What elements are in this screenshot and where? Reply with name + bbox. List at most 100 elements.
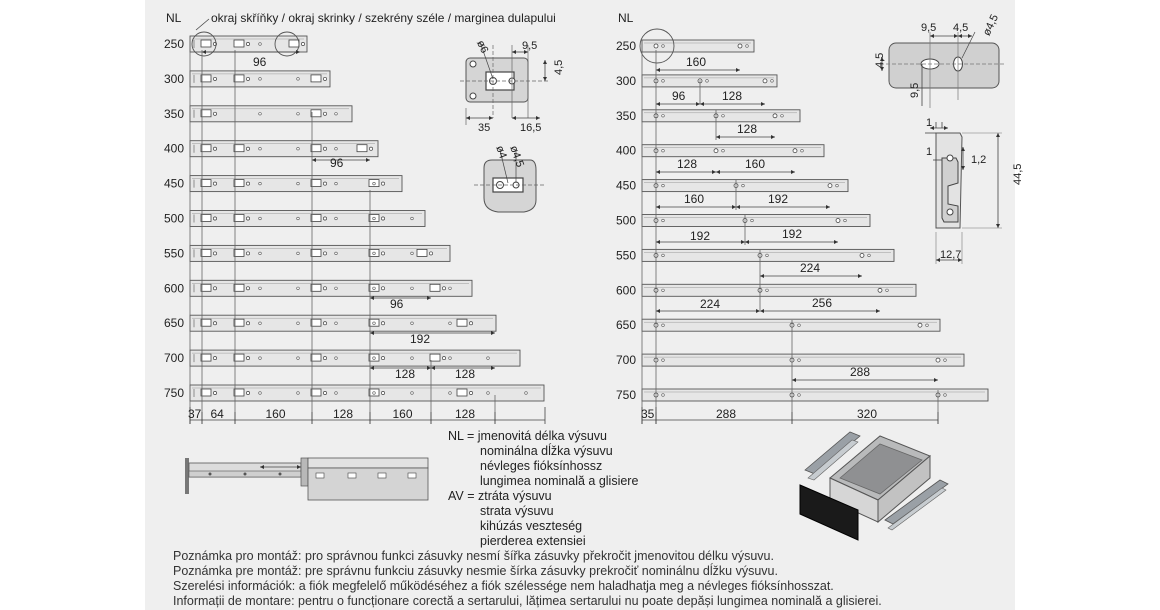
dim-r-192-a: 192 xyxy=(768,192,788,206)
left-slide-row: 650 xyxy=(164,314,497,332)
dim-96-b: 96 xyxy=(330,156,344,170)
dim-96-a: 96 xyxy=(253,55,267,69)
mounting-note: Informații de montare: pentru o funcțion… xyxy=(173,594,882,608)
left-reference-lines xyxy=(189,38,496,424)
right-row-length-label: 750 xyxy=(616,388,636,402)
mounting-note: Poznámka pre montáž: pre správnu funkciu… xyxy=(173,564,778,578)
left-row-length-label: 450 xyxy=(164,177,184,191)
right-bottom-dim: 320 xyxy=(857,407,877,421)
dim-1-a: 1 xyxy=(926,117,932,129)
left-row-length-label: 400 xyxy=(164,142,184,156)
dim-r-256: 256 xyxy=(812,296,832,310)
left-bottom-dim: 128 xyxy=(333,407,353,421)
right-slide-row: 250 xyxy=(616,39,755,53)
right-row-length-label: 700 xyxy=(616,353,636,367)
av-legend-line: AV = ztráta výsuvu xyxy=(448,489,552,503)
hole-highlight xyxy=(639,28,675,64)
dim-9-5-a: 9,5 xyxy=(522,40,537,52)
mounting-plate-detail xyxy=(880,31,1005,108)
right-reference-lines xyxy=(641,40,939,424)
left-slide-row: 700 xyxy=(164,349,521,367)
right-slide-row: 500 xyxy=(616,214,871,228)
dim-96-c: 96 xyxy=(390,297,404,311)
dim-phi4-5-b: ø4,5 xyxy=(981,13,1001,38)
dim-r-192-b: 192 xyxy=(690,229,710,243)
dim-r-160-c: 160 xyxy=(684,192,704,206)
right-slide-row: 650 xyxy=(616,318,941,332)
right-slide-row: 700 xyxy=(616,353,965,367)
dim-9-5-b: 9,5 xyxy=(921,22,936,34)
right-row-length-label: 450 xyxy=(616,179,636,193)
left-inline-dimensions xyxy=(202,50,495,370)
left-row-length-label: 750 xyxy=(164,386,184,400)
dim-r-224-b: 224 xyxy=(700,297,720,311)
dim-phi6: ø6 xyxy=(474,38,490,55)
dim-1-b: 1 xyxy=(926,146,932,158)
right-slide-row: 450 xyxy=(616,179,849,193)
right-row-length-label: 400 xyxy=(616,144,636,158)
dim-r-224-a: 224 xyxy=(800,261,820,275)
edge-leader xyxy=(195,18,210,31)
bracket-detail-top xyxy=(460,41,548,125)
nl-legend-line: névleges fióksínhossz xyxy=(480,459,603,473)
right-slide-row: 600 xyxy=(616,283,917,297)
right-inline-dimensions xyxy=(656,68,938,382)
dim-44-5: 44,5 xyxy=(1012,164,1024,185)
right-row-length-label: 350 xyxy=(616,109,636,123)
left-slide-row: 450 xyxy=(164,175,403,193)
left-slide-row: 600 xyxy=(164,279,473,297)
left-row-length-label: 300 xyxy=(164,72,184,86)
left-slide-row: 250 xyxy=(164,35,308,53)
hole-highlight xyxy=(191,31,217,57)
right-row-length-label: 550 xyxy=(616,248,636,262)
left-bottom-dim: 37 xyxy=(188,407,202,421)
av-legend-line: kihúzás veszteség xyxy=(480,519,583,533)
left-bottom-dim: 160 xyxy=(266,407,286,421)
nl-legend-line: NL = jmenovitá délka výsuvu xyxy=(448,429,607,443)
dim-r-128-c: 128 xyxy=(677,157,697,171)
av-legend-line: pierderea extensiei xyxy=(480,534,586,548)
left-bottom-dim: 160 xyxy=(393,407,413,421)
dim-r-288-a: 288 xyxy=(850,365,870,379)
left-row-length-label: 600 xyxy=(164,281,184,295)
dim-r-128-a: 128 xyxy=(722,89,742,103)
right-row-length-label: 600 xyxy=(616,283,636,297)
left-slide-row: 750 xyxy=(164,384,545,402)
dim-r-160-a: 160 xyxy=(686,55,706,69)
mounting-notes: Poznámka pro montáž: pro správnou funkci… xyxy=(173,549,882,609)
dim-35: 35 xyxy=(478,122,490,134)
nl-heading-right: NL xyxy=(618,11,634,25)
left-row-length-label: 700 xyxy=(164,351,184,365)
nl-legend-line: nominálna dĺžka výsuvu xyxy=(480,444,613,458)
nl-legend-line: lungimea nominală a glisiere xyxy=(480,474,639,488)
mounting-note: Poznámka pro montáž: pro správnou funkci… xyxy=(173,549,774,563)
cabinet-edge-label: okraj skříňky / okraj skrinky / szekrény… xyxy=(211,11,556,25)
dim-r-128-b: 128 xyxy=(737,122,757,136)
dim-4-5-b: 4,5 xyxy=(953,22,968,34)
right-row-length-label: 250 xyxy=(616,39,636,53)
right-row-length-label: 650 xyxy=(616,318,636,332)
av-legend: AV = ztráta výsuvu strata výsuvu kihúzás… xyxy=(448,489,586,549)
left-slide-row: 500 xyxy=(164,210,426,227)
right-row-length-label: 500 xyxy=(616,214,636,228)
right-row-length-label: 300 xyxy=(616,74,636,88)
left-slide-row: 350 xyxy=(164,105,353,123)
right-slide-row: 350 xyxy=(616,109,801,123)
right-slide-row: 300 xyxy=(616,74,778,88)
right-slide-row: 550 xyxy=(616,248,895,262)
nl-heading-left: NL xyxy=(166,11,182,25)
slide-profile-section xyxy=(925,122,1002,264)
dim-16-5: 16,5 xyxy=(520,122,541,134)
dim-9-5-c: 9,5 xyxy=(909,83,921,98)
left-bottom-dim: 64 xyxy=(211,407,225,421)
left-row-length-label: 650 xyxy=(164,316,184,330)
left-slide-row: 300 xyxy=(164,70,331,88)
right-slide-row: 750 xyxy=(616,388,989,402)
left-row-length-label: 250 xyxy=(164,37,184,51)
right-bottom-dimension-chain xyxy=(641,407,938,424)
left-slide-row: 400 xyxy=(164,140,379,158)
dim-4-5-a: 4,5 xyxy=(553,60,565,75)
